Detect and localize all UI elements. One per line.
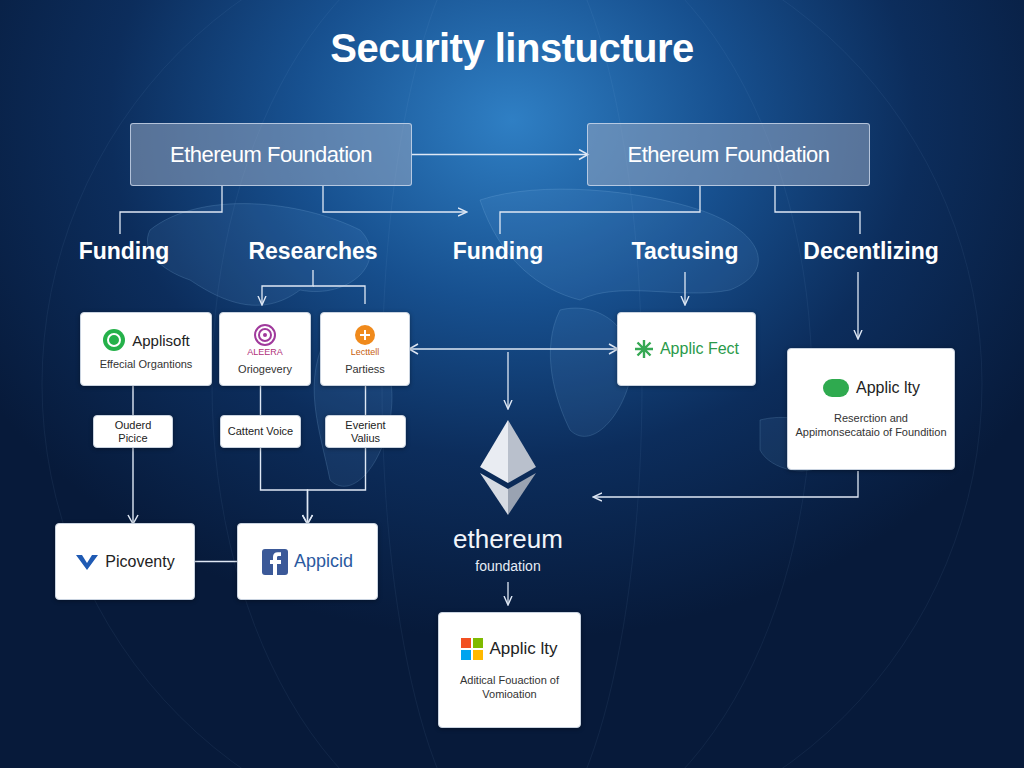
- bracket-line: [775, 186, 860, 234]
- category-label: ethereum: [453, 524, 563, 555]
- diagram-title: Security linstucture: [330, 26, 693, 71]
- box-heading: Applic lty: [856, 379, 920, 397]
- foundation-box: Ethereum Foundation: [130, 123, 412, 186]
- connector: [261, 448, 308, 523]
- connector: [260, 386, 261, 415]
- category-label: Researches: [248, 238, 377, 265]
- box-body: Effecial Organtions: [100, 358, 193, 370]
- logo-icon: [75, 553, 99, 571]
- connector: [365, 386, 366, 415]
- logo-icon: [254, 324, 276, 346]
- connector: [195, 561, 237, 562]
- bracket-line: [120, 186, 222, 234]
- arrow-line: [507, 582, 508, 604]
- logo-icon: [262, 549, 288, 575]
- organization-box: Appicid: [237, 523, 378, 600]
- heading-row: Applic lty: [822, 378, 920, 398]
- organization-box: Cattent Voice: [220, 415, 301, 448]
- heading-row: Appicid: [262, 549, 353, 575]
- category-label: Decentlizing: [803, 238, 938, 265]
- organization-box: Applic ltyReserction and Appimonsecataio…: [787, 348, 955, 470]
- bracket-line: [323, 186, 466, 212]
- box-heading: Applic Fect: [660, 340, 739, 358]
- logo-icon: [354, 324, 376, 346]
- box-heading: Ethereum Foundation: [627, 142, 829, 168]
- branch-line: [262, 270, 313, 304]
- category-label: Funding: [79, 238, 170, 265]
- logo-icon: [461, 638, 483, 660]
- organization-box: Everient Valius: [325, 415, 406, 448]
- heading-row: Picoventy: [75, 553, 174, 571]
- heading-row: Applic lty: [461, 638, 557, 660]
- box-heading: Ouderd Picice: [100, 419, 166, 444]
- box-heading: Appicid: [294, 551, 353, 572]
- heading-row: Applic Fect: [634, 339, 739, 359]
- connector: [412, 154, 587, 155]
- ethereum-logo: [480, 420, 536, 515]
- box-body: Partiess: [345, 363, 385, 375]
- heading-row: Applisoft: [102, 328, 190, 352]
- globe-meridian: [382, 0, 642, 768]
- connector: [308, 448, 366, 523]
- arrow-line: [594, 471, 858, 497]
- logo-icon: [634, 339, 654, 359]
- connector: [132, 448, 133, 523]
- organization-box: ApplisoftEffecial Organtions: [80, 312, 212, 386]
- box-heading: Picoventy: [105, 553, 174, 571]
- box-heading: ALEERA: [247, 347, 283, 357]
- branch-line: [313, 286, 365, 304]
- box-heading: Ethereum Foundation: [170, 142, 372, 168]
- box-heading: Applic lty: [489, 639, 557, 659]
- arrow-line: [857, 272, 858, 338]
- logo-icon: [102, 328, 126, 352]
- arrow-line: [507, 352, 508, 408]
- box-heading: Lecttell: [351, 347, 380, 357]
- arrow-line: [684, 272, 685, 304]
- category-label: Tactusing: [632, 238, 739, 265]
- connector: [132, 386, 133, 415]
- foundation-box: Ethereum Foundation: [587, 123, 870, 186]
- box-heading: Applisoft: [132, 332, 190, 349]
- organization-box: Picoventy: [55, 523, 195, 600]
- logo-icon: [822, 378, 850, 398]
- globe-meridian: [212, 0, 812, 768]
- organization-box: LecttellPartiess: [320, 312, 410, 386]
- bracket-line: [500, 186, 700, 234]
- box-body: Aditical Fouaction of Vomioation: [445, 674, 574, 702]
- box-body: Reserction and Appimonsecataio of Foundi…: [794, 412, 948, 440]
- box-heading: Everient Valius: [332, 419, 399, 444]
- connector: [410, 348, 617, 349]
- organization-box: Ouderd Picice: [93, 415, 173, 448]
- box-body: Oriogevery: [238, 363, 292, 375]
- organization-box: Applic ltyAditical Fouaction of Vomioati…: [438, 612, 581, 728]
- box-heading: Cattent Voice: [228, 425, 293, 438]
- organization-box: Applic Fect: [617, 312, 756, 386]
- category-label: Funding: [453, 238, 544, 265]
- category-label: foundation: [475, 558, 540, 574]
- globe-outline: [42, 0, 982, 768]
- organization-box: ALEERA Oriogevery: [219, 312, 311, 386]
